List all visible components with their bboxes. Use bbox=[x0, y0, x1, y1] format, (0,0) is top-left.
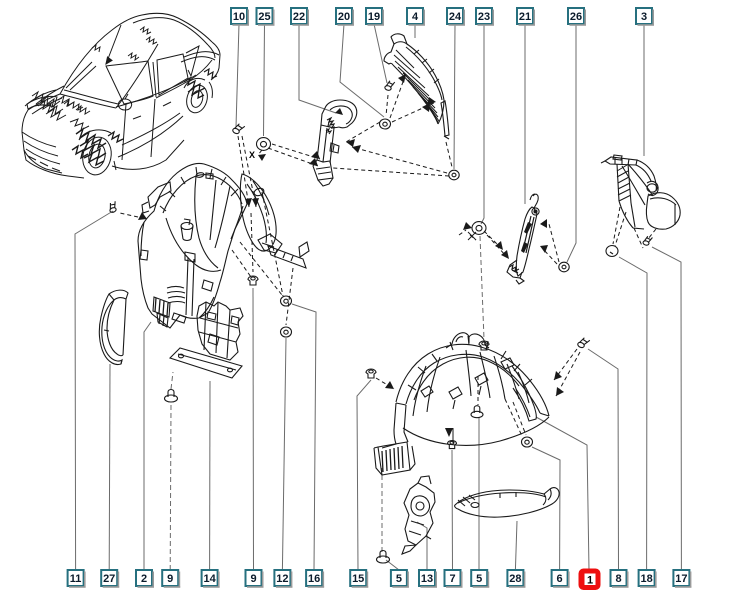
svg-text:12: 12 bbox=[276, 573, 288, 585]
svg-text:28: 28 bbox=[509, 573, 521, 585]
svg-text:10: 10 bbox=[233, 11, 245, 23]
svg-text:15: 15 bbox=[352, 573, 364, 585]
svg-text:19: 19 bbox=[368, 11, 380, 23]
svg-text:27: 27 bbox=[103, 573, 115, 585]
svg-text:14: 14 bbox=[203, 573, 216, 585]
svg-text:2: 2 bbox=[141, 573, 147, 585]
svg-text:21: 21 bbox=[519, 11, 531, 23]
svg-text:16: 16 bbox=[308, 573, 320, 585]
svg-text:20: 20 bbox=[338, 11, 350, 23]
svg-text:17: 17 bbox=[675, 573, 687, 585]
svg-text:22: 22 bbox=[293, 11, 305, 23]
svg-text:4: 4 bbox=[412, 11, 419, 23]
svg-text:11: 11 bbox=[70, 573, 82, 585]
svg-text:5: 5 bbox=[476, 573, 482, 585]
svg-text:24: 24 bbox=[449, 11, 462, 23]
svg-text:3: 3 bbox=[641, 11, 647, 23]
svg-text:13: 13 bbox=[421, 573, 433, 585]
svg-text:8: 8 bbox=[615, 573, 621, 585]
svg-text:9: 9 bbox=[250, 573, 256, 585]
svg-text:7: 7 bbox=[449, 573, 455, 585]
svg-text:25: 25 bbox=[258, 11, 270, 23]
svg-text:X: X bbox=[249, 150, 255, 160]
svg-text:1: 1 bbox=[587, 575, 593, 587]
svg-text:26: 26 bbox=[570, 11, 582, 23]
svg-text:6: 6 bbox=[557, 573, 563, 585]
svg-text:9: 9 bbox=[167, 573, 173, 585]
svg-text:23: 23 bbox=[478, 11, 490, 23]
svg-text:5: 5 bbox=[396, 573, 402, 585]
svg-text:18: 18 bbox=[640, 573, 652, 585]
